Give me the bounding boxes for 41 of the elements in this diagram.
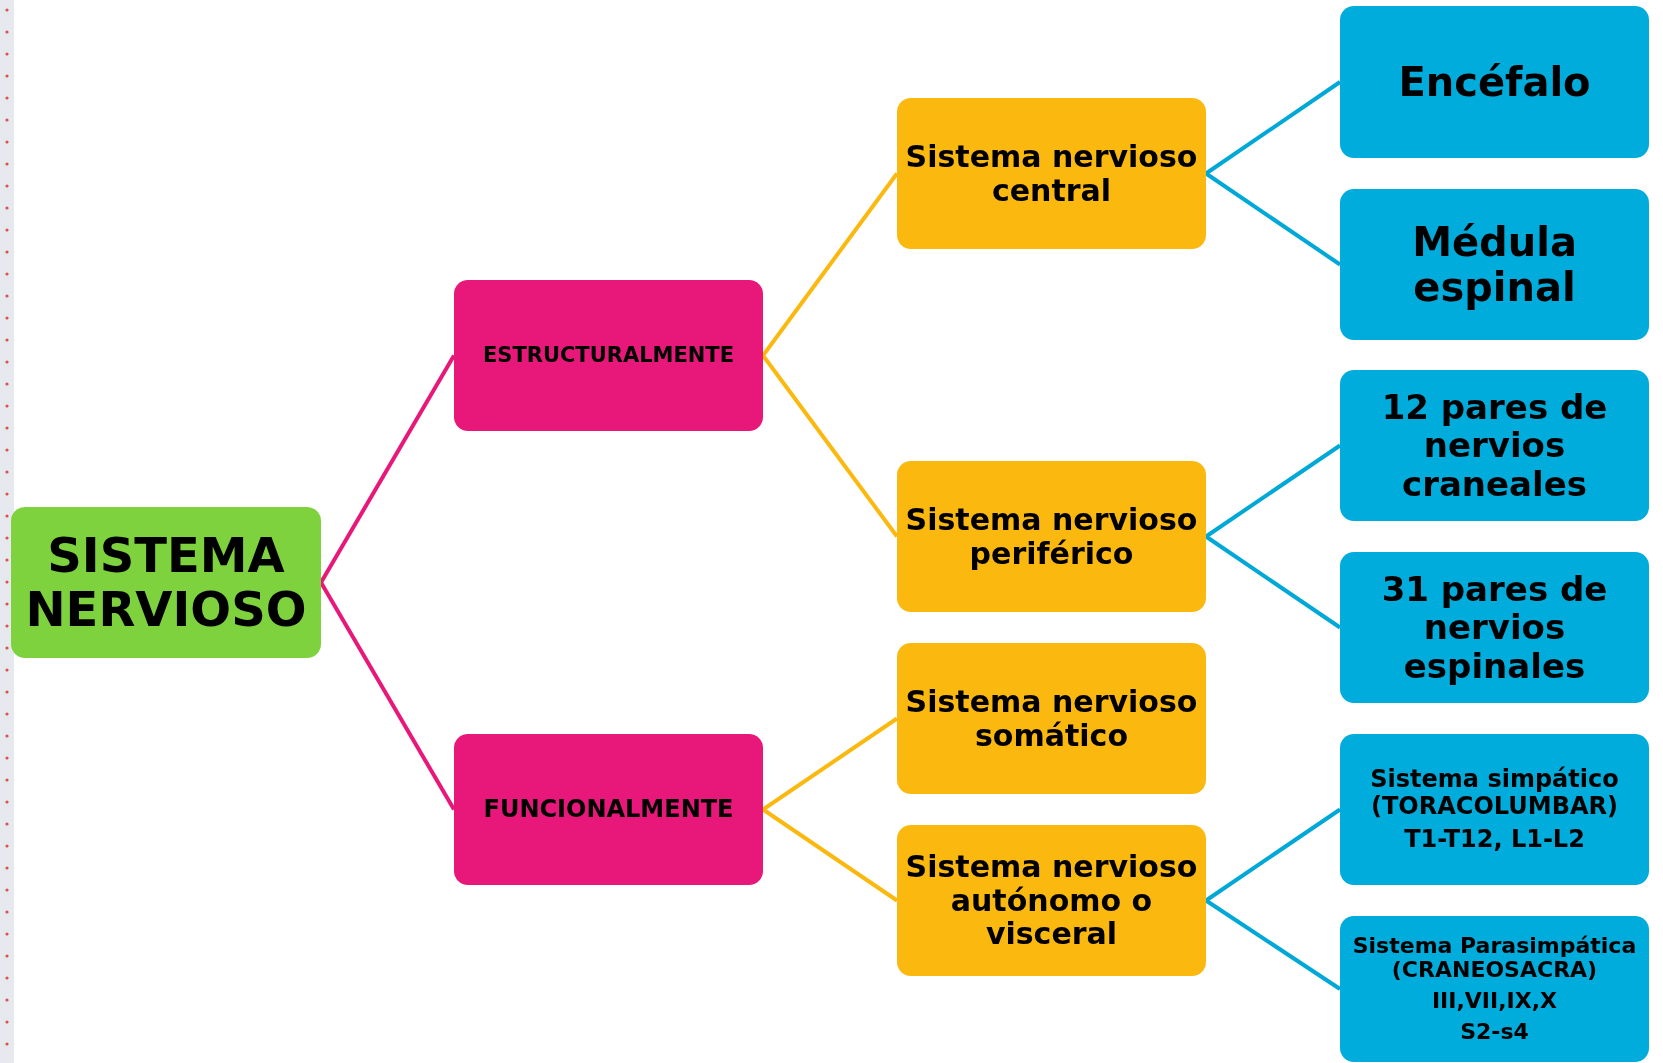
connector-line: [1204, 80, 1342, 176]
node-text: III,VII,IX,X: [1431, 989, 1558, 1014]
connector-line: [761, 807, 899, 903]
node-text: Encéfalo: [1398, 59, 1591, 105]
connector-line: [1204, 898, 1342, 991]
connector-line: [319, 581, 456, 811]
node-text: S2-s4: [1460, 1019, 1529, 1045]
node-text: Sistema nervioso somático: [904, 684, 1199, 753]
node-text: Sistema Parasimpática (CRANEOSACRA): [1351, 933, 1638, 983]
part-box: [1340, 370, 1649, 521]
connector-line: [1204, 171, 1342, 267]
connector-line: [1204, 534, 1342, 630]
connector-line: [761, 354, 899, 538]
category-box: [454, 280, 763, 431]
part-box: [1340, 734, 1649, 885]
connector-line: [319, 354, 456, 584]
node-text: FUNCIONALMENTE: [483, 796, 734, 823]
connector-line: [1204, 807, 1342, 903]
node-text: ESTRUCTURALMENTE: [482, 343, 735, 368]
node-text: Sistema simpático (TORACOLUMBAR): [1369, 766, 1620, 820]
node-text: Sistema nervioso periférico: [904, 502, 1199, 571]
node-text: Sistema nervioso autónomo o visceral: [904, 850, 1199, 951]
node-text: 12 pares de nervios craneales: [1380, 388, 1609, 503]
node-text: 31 pares de nervios espinales: [1380, 570, 1609, 685]
root-box: [11, 507, 321, 658]
subsystem-box: [897, 461, 1206, 612]
subsystem-box: [897, 825, 1206, 976]
part-box: [1340, 189, 1649, 340]
subsystem-box: [897, 643, 1206, 794]
node-text: SISTEMA NERVIOSO: [24, 528, 308, 637]
node-text: Médula espinal: [1411, 219, 1578, 310]
category-box: [454, 734, 763, 885]
subsystem-box: [897, 98, 1206, 249]
part-box: [1340, 552, 1649, 703]
connector-line: [761, 716, 899, 812]
node-text: T1-T12, L1-L2: [1404, 825, 1585, 853]
part-box: [1340, 916, 1649, 1062]
node-text: Sistema nervioso central: [904, 139, 1199, 208]
part-box: [1340, 6, 1649, 158]
connector-line: [1204, 443, 1342, 539]
connector-line: [761, 172, 899, 357]
